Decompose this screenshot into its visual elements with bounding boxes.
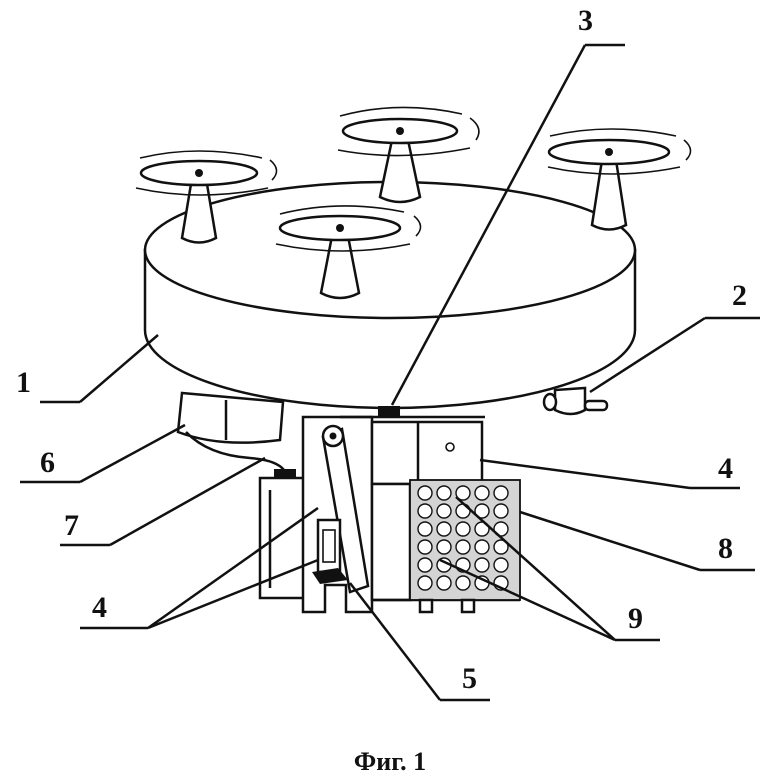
seed-pellet	[456, 576, 470, 590]
seed-pellet	[418, 540, 432, 554]
seed-pellet	[437, 540, 451, 554]
seed-pellet	[418, 558, 432, 572]
seed-pellet	[475, 486, 489, 500]
callout-6: 6	[40, 446, 55, 479]
seed-pellet	[418, 522, 432, 536]
seed-pellet	[494, 504, 508, 518]
seed-pellet	[437, 504, 451, 518]
side-attachment	[544, 388, 607, 414]
seed-pellet	[456, 540, 470, 554]
callout-8: 8	[718, 532, 733, 565]
disk-body	[145, 182, 635, 408]
seed-pellet	[418, 576, 432, 590]
seed-pellet	[437, 522, 451, 536]
seed-pellet	[494, 558, 508, 572]
callout-4-left: 4	[92, 591, 107, 624]
callout-2: 2	[732, 279, 747, 312]
camera-unit	[178, 393, 283, 458]
seed-pellet	[494, 486, 508, 500]
seed-pellet	[475, 558, 489, 572]
callout-7: 7	[64, 509, 79, 542]
figure-caption: Фиг. 1	[354, 747, 426, 776]
seed-pellet	[475, 540, 489, 554]
seed-pellet	[437, 576, 451, 590]
seed-pellet	[418, 486, 432, 500]
seed-pellet	[437, 486, 451, 500]
callout-4-right: 4	[718, 452, 733, 485]
callout-3: 3	[578, 4, 593, 37]
seed-pellet	[456, 522, 470, 536]
callout-1: 1	[16, 366, 31, 399]
seed-pellet	[418, 504, 432, 518]
callout-5: 5	[462, 662, 477, 695]
callout-9: 9	[628, 602, 643, 635]
